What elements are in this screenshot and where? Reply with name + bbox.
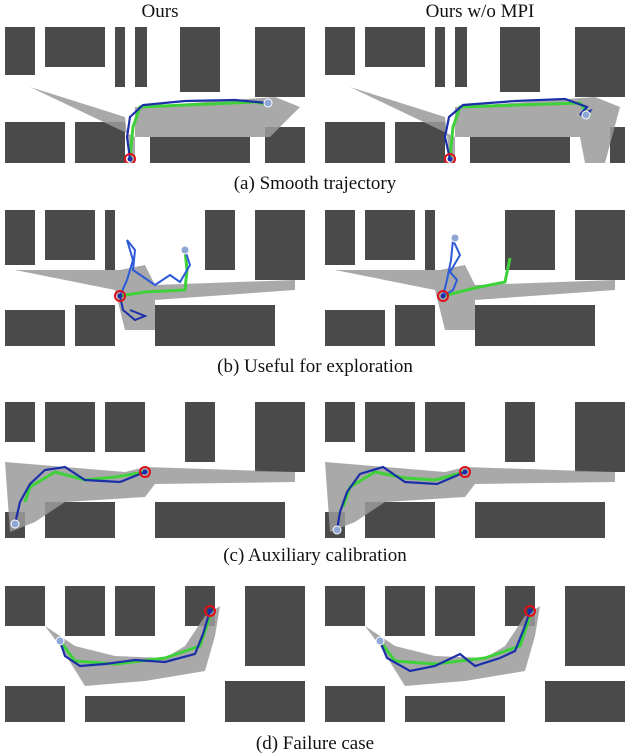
panel-b-ours-wo-mpi bbox=[325, 210, 625, 346]
column-header-ours-wo-mpi: Ours w/o MPI bbox=[425, 1, 535, 22]
caption-d: (d) Failure case bbox=[255, 733, 375, 754]
panel-a-ours bbox=[5, 27, 305, 163]
panel-a-ours-wo-mpi bbox=[325, 27, 625, 163]
panel-d-ours-wo-mpi bbox=[325, 586, 625, 722]
column-header-ours: Ours bbox=[141, 1, 179, 22]
caption-a: (a) Smooth trajectory bbox=[233, 173, 397, 194]
panel-d-ours bbox=[5, 586, 305, 722]
caption-b: (b) Useful for exploration bbox=[217, 356, 413, 377]
caption-c: (c) Auxiliary calibration bbox=[223, 545, 407, 566]
walls bbox=[5, 27, 305, 163]
panel-b-ours bbox=[5, 210, 305, 346]
panel-c-ours-wo-mpi bbox=[325, 402, 625, 538]
panel-c-ours bbox=[5, 402, 305, 538]
